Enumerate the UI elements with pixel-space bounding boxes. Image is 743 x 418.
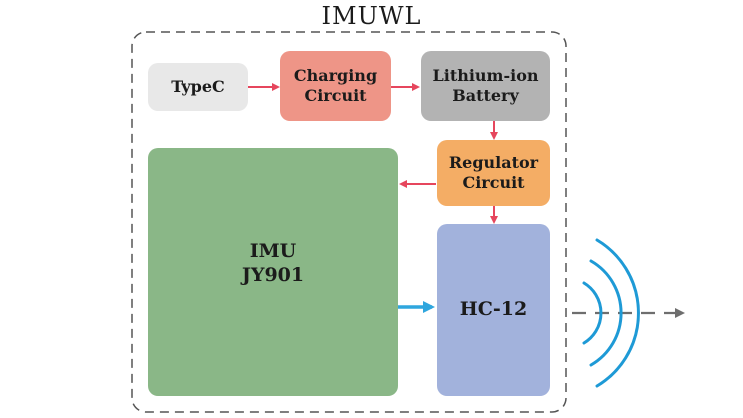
typec-node: TypeC <box>148 63 248 111</box>
hc12-label: HC-12 <box>459 298 528 321</box>
battery-label-line1: Lithium-ion <box>432 66 539 85</box>
imuwl-container-border <box>131 31 567 413</box>
hc12-node: HC-12 <box>437 224 550 396</box>
regulator-circuit-node: Regulator Circuit <box>437 140 550 206</box>
regulator-label-line1: Regulator <box>448 153 539 172</box>
charging-circuit-node: Charging Circuit <box>280 51 391 121</box>
battery-node: Lithium-ion Battery <box>421 51 550 121</box>
typec-label: TypeC <box>171 77 225 96</box>
regulator-label-line2: Circuit <box>462 173 525 192</box>
battery-label-line2: Battery <box>452 86 519 105</box>
imu-node: IMU JY901 <box>148 148 398 396</box>
container-title: IMUWL <box>321 2 422 30</box>
wireless-signal-icon <box>582 238 640 388</box>
charging-label-line1: Charging <box>293 66 378 85</box>
charging-label-line2: Circuit <box>304 86 367 105</box>
imu-label-line2: JY901 <box>241 263 305 286</box>
imu-label-line1: IMU <box>249 240 297 262</box>
